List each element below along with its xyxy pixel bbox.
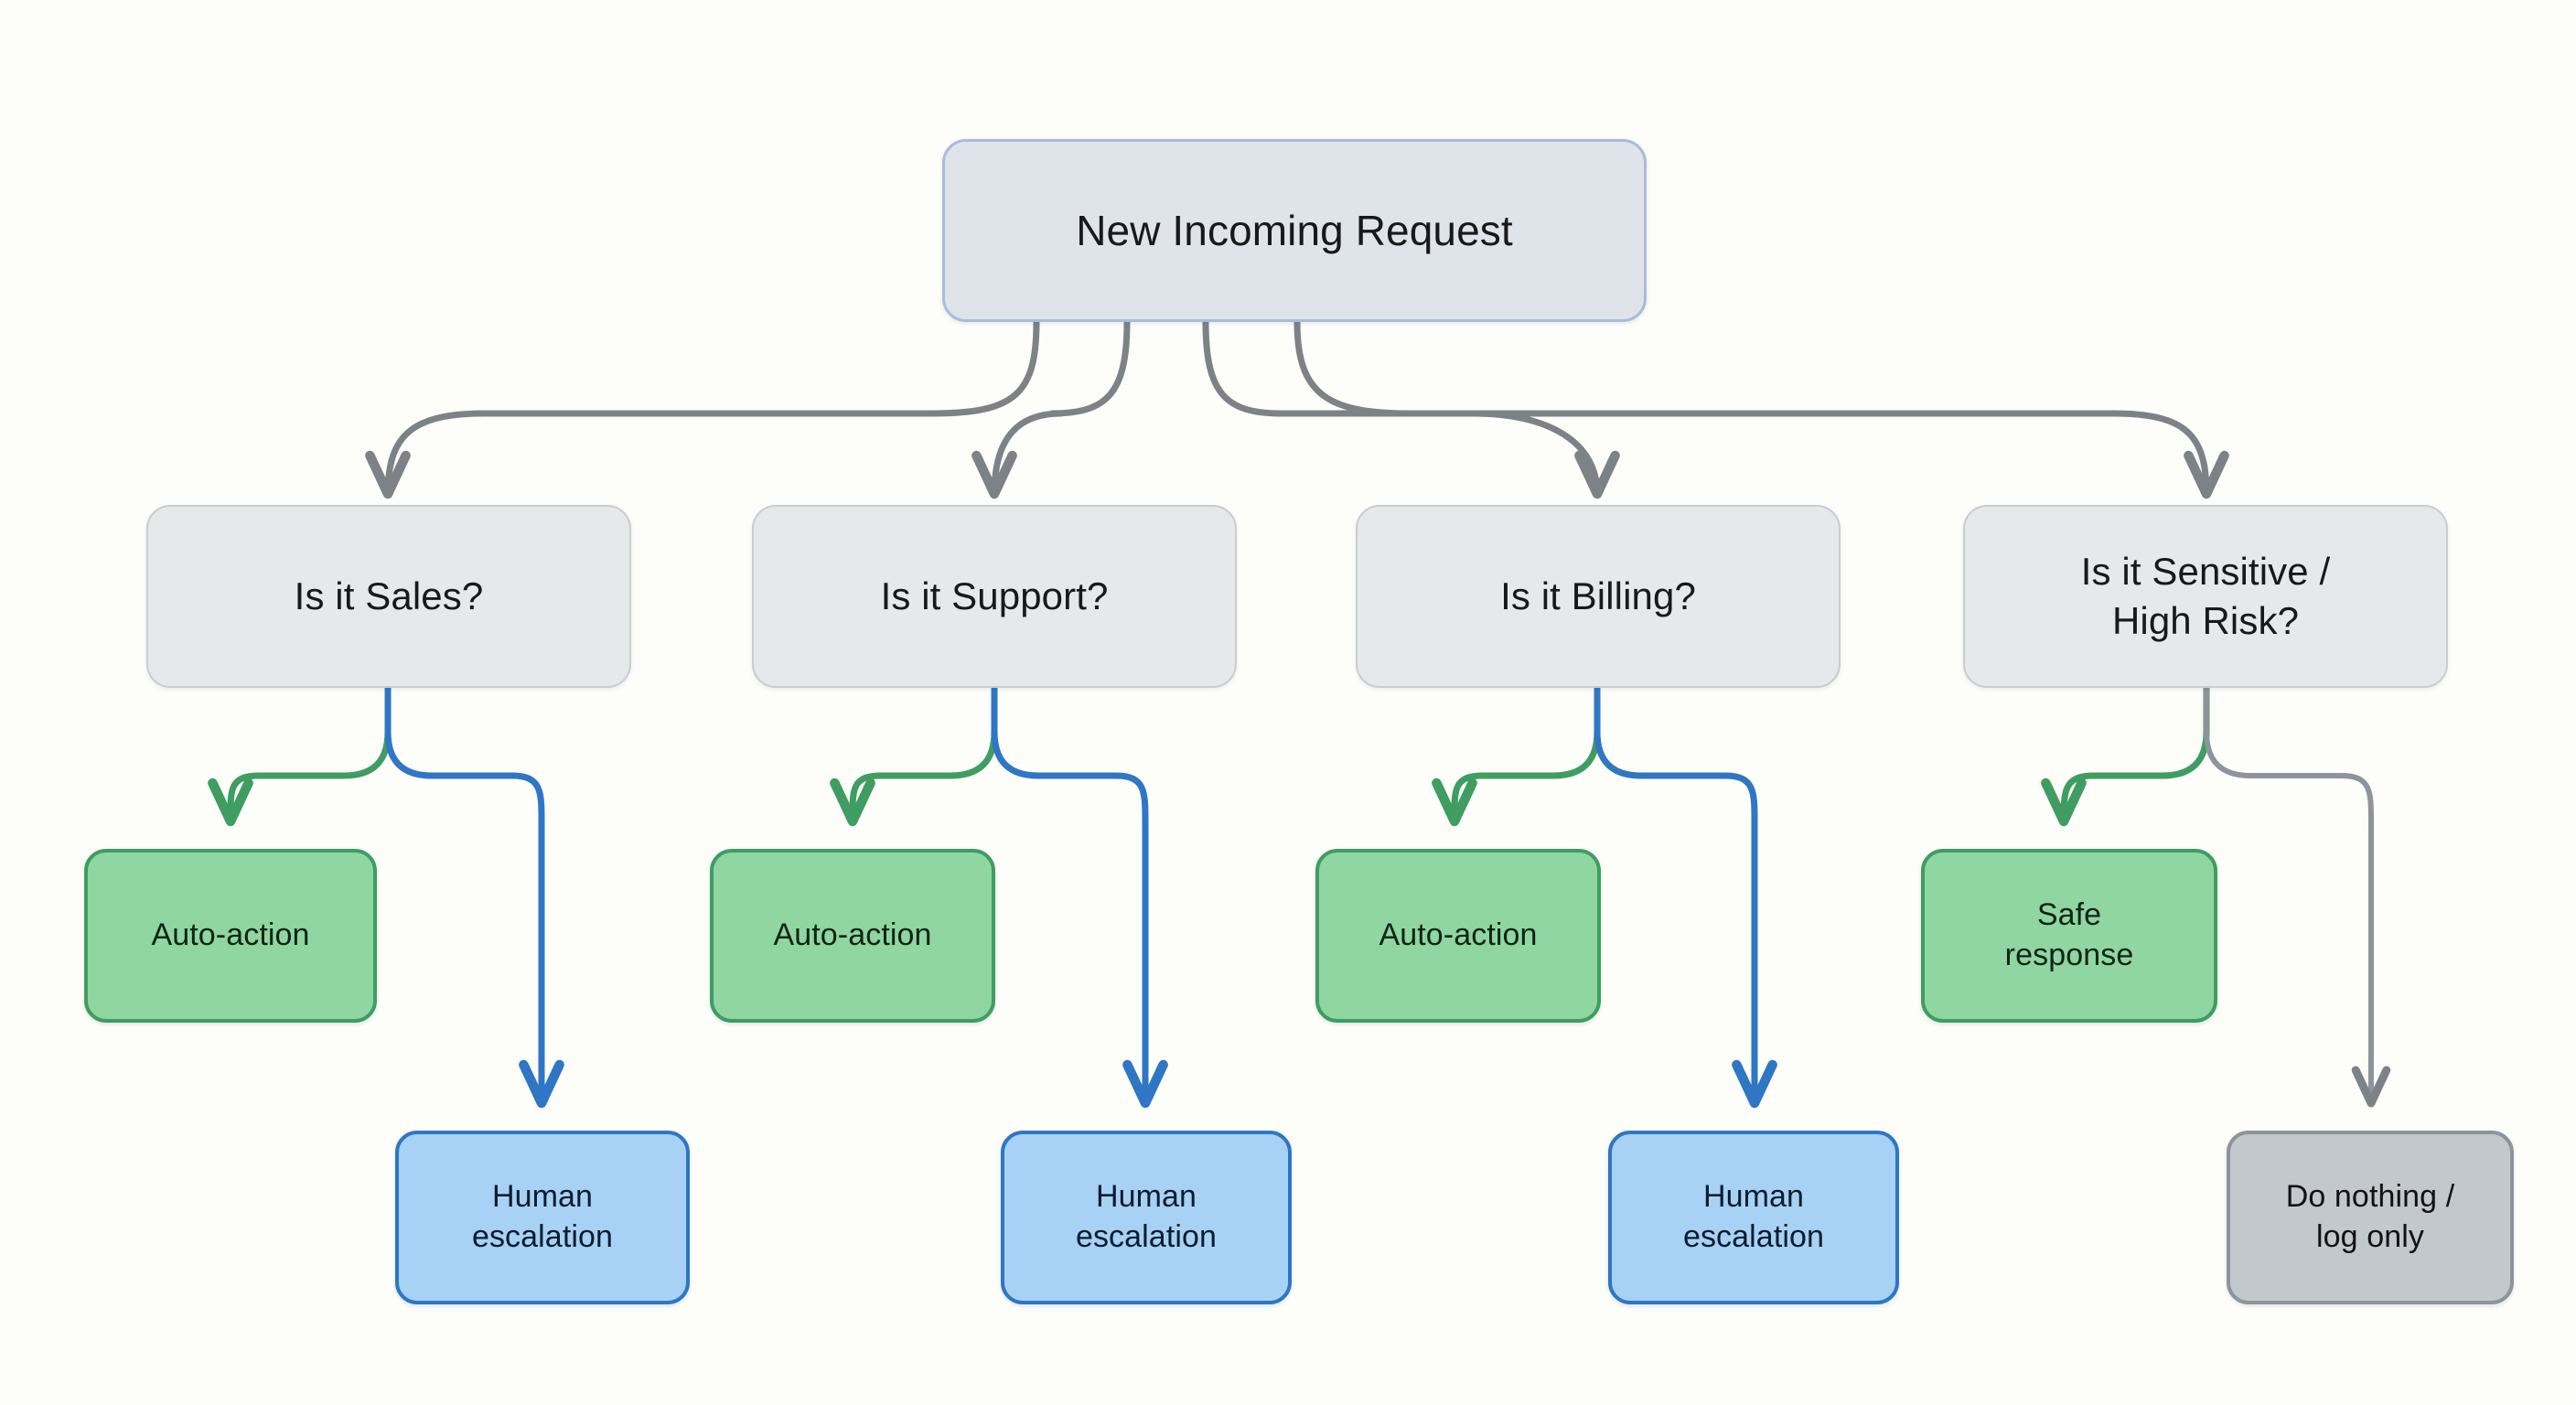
node-label: Human escalation — [1075, 1179, 1218, 1254]
node-human-escalation-sales[interactable]: Human escalation — [395, 1131, 690, 1304]
edge-billing-to-human-escalation — [1594, 684, 1777, 1109]
edge-root-to-sales — [365, 318, 1040, 499]
node-label: Safe response — [2004, 897, 2134, 972]
node-is-it-support[interactable]: Is it Support? — [752, 505, 1237, 688]
node-label: Human escalation — [1682, 1179, 1825, 1254]
node-human-escalation-support[interactable]: Human escalation — [1001, 1131, 1292, 1304]
edge-sensitive-to-do-nothing — [2204, 685, 2391, 1108]
node-label: Is it Sensitive / High Risk? — [2080, 550, 2331, 642]
node-label: Auto-action — [151, 917, 310, 953]
node-auto-action-sales[interactable]: Auto-action — [84, 849, 377, 1023]
node-auto-action-billing[interactable]: Auto-action — [1315, 849, 1601, 1023]
node-is-it-billing[interactable]: Is it Billing? — [1356, 505, 1841, 688]
node-is-it-sensitive-high-risk[interactable]: Is it Sensitive / High Risk? — [1963, 505, 2448, 688]
node-auto-action-support[interactable]: Auto-action — [710, 849, 995, 1023]
node-label: Is it Sales? — [294, 574, 484, 618]
edge-root-to-support — [971, 318, 1131, 499]
node-label: Do nothing / log only — [2285, 1179, 2455, 1254]
node-label: Auto-action — [1379, 917, 1538, 953]
node-do-nothing-log-only[interactable]: Do nothing / log only — [2227, 1131, 2514, 1304]
edge-sales-to-auto-action — [208, 684, 392, 827]
node-safe-response[interactable]: Safe response — [1921, 849, 2217, 1023]
edge-support-to-human-escalation — [991, 684, 1168, 1109]
edge-billing-to-auto-action — [1432, 684, 1601, 827]
node-human-escalation-billing[interactable]: Human escalation — [1608, 1131, 1899, 1304]
node-new-incoming-request[interactable]: New Incoming Request — [942, 139, 1647, 322]
edge-sensitive-to-safe-response — [2041, 684, 2210, 827]
node-label: New Incoming Request — [1076, 206, 1513, 254]
node-label: Auto-action — [773, 917, 932, 953]
node-is-it-sales[interactable]: Is it Sales? — [146, 505, 631, 688]
node-label: Is it Support? — [880, 574, 1109, 618]
edge-sales-to-human-escalation — [384, 684, 564, 1109]
node-label: Is it Billing? — [1500, 574, 1696, 618]
edge-support-to-auto-action — [830, 684, 998, 827]
edge-root-to-sensitive — [1293, 318, 2229, 499]
node-label: Human escalation — [471, 1179, 614, 1254]
edge-root-to-billing — [1202, 318, 1620, 499]
